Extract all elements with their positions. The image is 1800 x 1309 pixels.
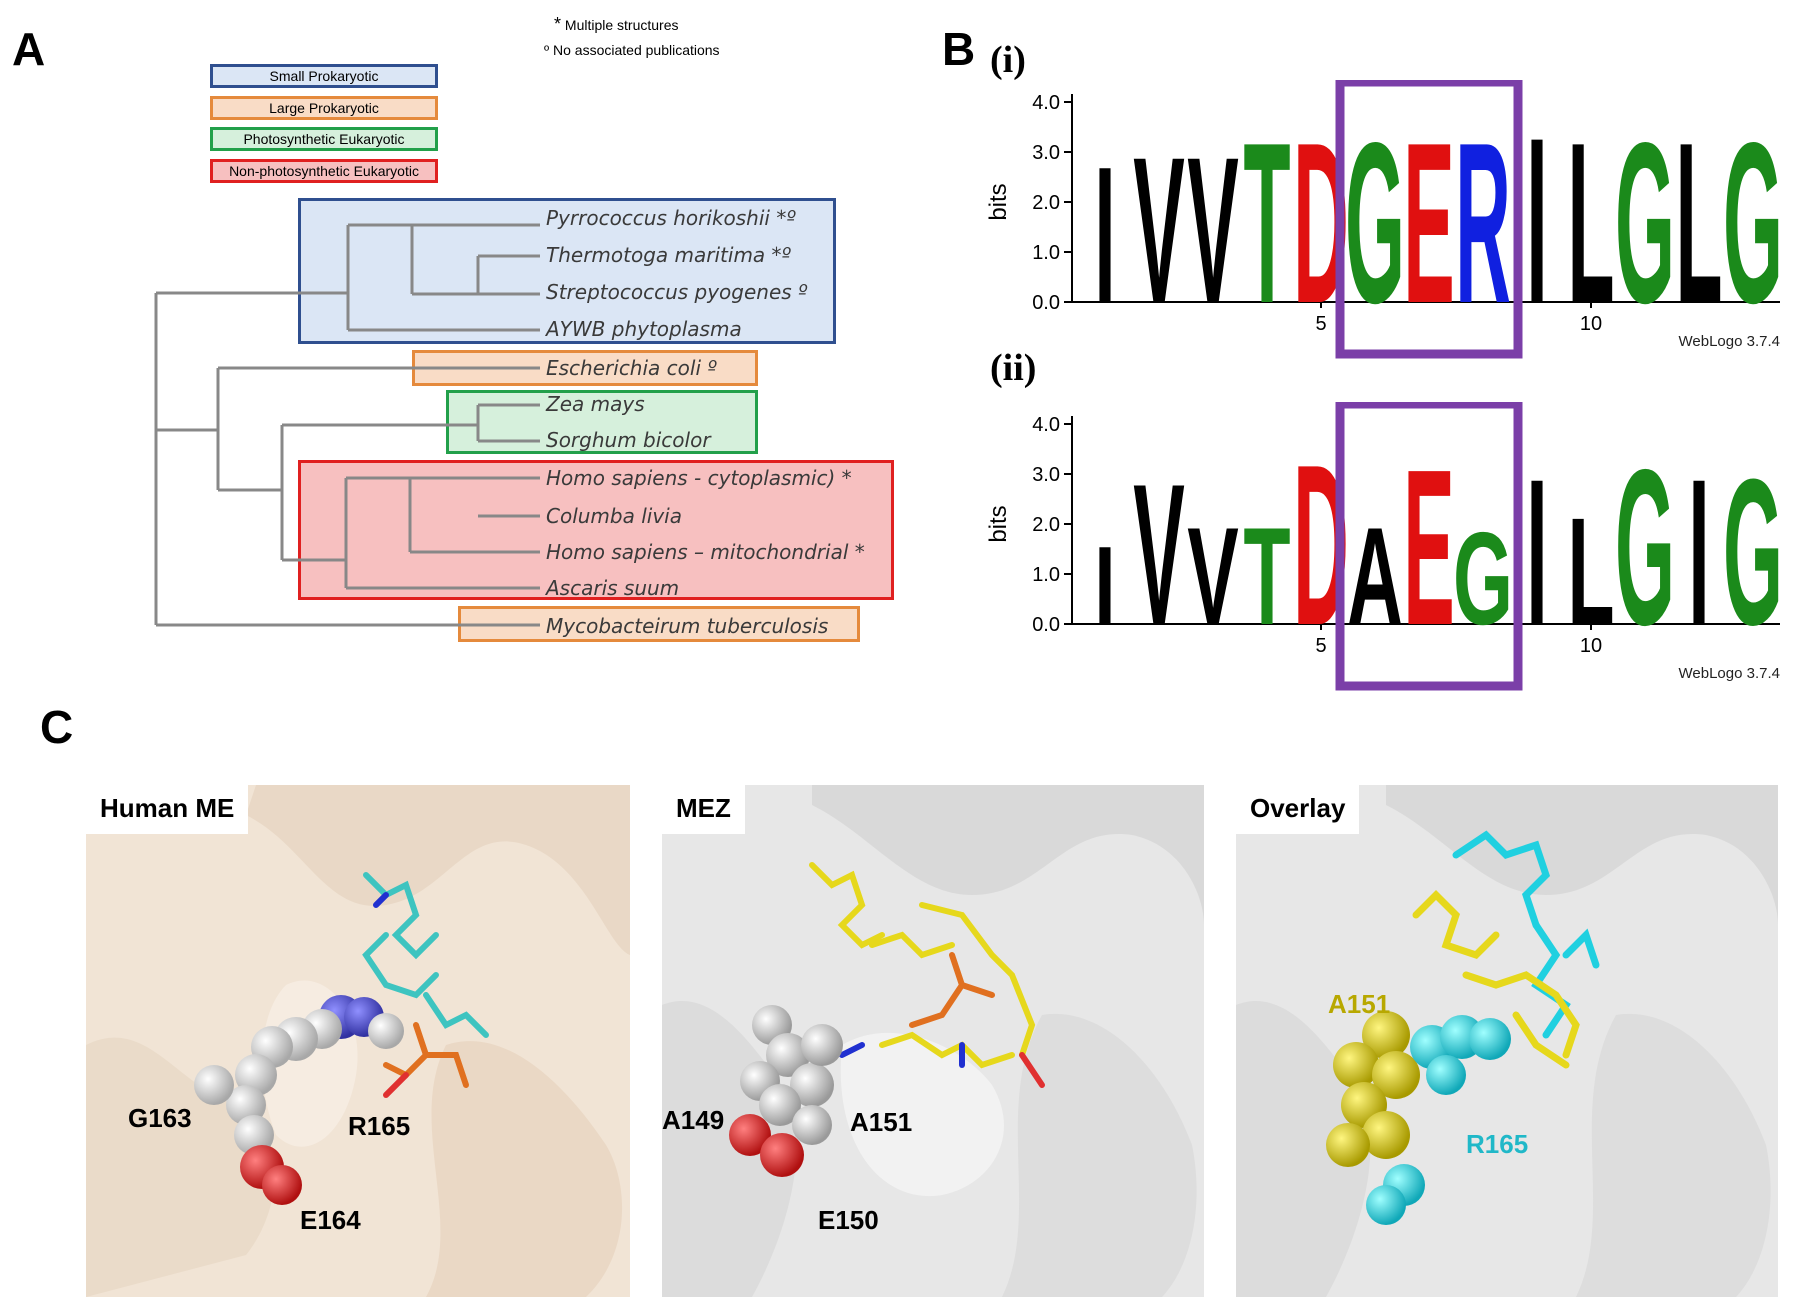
highlight-box (1335, 80, 1523, 359)
legend-photosynthetic-eukaryotic: Photosynthetic Eukaryotic (210, 127, 438, 151)
species-label: Zea mays (546, 392, 645, 416)
y-tick-label: 2.0 (1032, 514, 1060, 536)
structure-panel-overlay: Overlay A151 R165 (1236, 785, 1778, 1297)
logo-letter: E (1403, 424, 1454, 673)
residue-label: G163 (128, 1103, 192, 1133)
residue-label: A151 (1328, 989, 1391, 1019)
logo-letter: L (1567, 485, 1614, 657)
panel-c-letter: C (40, 701, 74, 753)
logo-letter: L (1675, 96, 1722, 352)
panel-a-letter: A (12, 23, 46, 75)
structure-title: Human ME (86, 785, 249, 834)
logo-letter: I (1688, 437, 1709, 669)
logo-letter: G (1345, 96, 1405, 352)
species-label: Streptococcus pyogenes º (546, 280, 808, 304)
residue-label: A151 (850, 1107, 913, 1137)
group-box-ecoli (412, 350, 758, 386)
weblogo-credit: WebLogo 3.7.4 (1679, 665, 1780, 682)
y-tick-label: 4.0 (1032, 92, 1060, 114)
molecular-surface-image (1236, 785, 1778, 1297)
structure-panel-human-me: Human ME G163 R165 E164 (86, 785, 630, 1297)
logo-letter: I (1526, 437, 1547, 669)
x-tick-label: 10 (1580, 313, 1602, 335)
logo-letter: L (1567, 96, 1614, 352)
logo-letter: V (1133, 115, 1184, 347)
logo-letter: G (1615, 96, 1675, 352)
y-axis-label: bits (985, 183, 1012, 220)
species-label: Homo sapiens – mitochondrial * (546, 540, 865, 564)
residue-label: E150 (818, 1205, 879, 1235)
group-box-nonphotosynthetic (298, 460, 894, 600)
group-box-photosynthetic (446, 390, 758, 454)
species-label: Homo sapiens - cytoplasmic) * (546, 466, 852, 490)
y-tick-label: 1.0 (1032, 242, 1060, 264)
residue-label: A149 (662, 1105, 725, 1135)
legend-note-multiple: * Multiple structures (554, 14, 679, 34)
residue-label: E164 (300, 1205, 361, 1235)
y-tick-label: 4.0 (1032, 414, 1060, 436)
structure-title: Overlay (1236, 785, 1360, 834)
legend-small-prokaryotic: Small Prokaryotic (210, 64, 438, 88)
species-label: Mycobacteirum tuberculosis (546, 614, 829, 638)
legend-nonphotosynthetic-eukaryotic: Non-photosynthetic Eukaryotic (210, 159, 438, 183)
y-axis-label: bits (985, 505, 1012, 542)
legend-note-nopub: º No associated publications (544, 42, 720, 58)
species-label: AYWB phytoplasma (546, 317, 742, 341)
species-label: Pyrrococcus horikoshii *º (546, 206, 796, 230)
species-label: Sorghum bicolor (546, 428, 711, 452)
x-tick-label: 5 (1315, 635, 1326, 657)
y-tick-label: 0.0 (1032, 614, 1060, 636)
molecular-surface-image (86, 785, 630, 1297)
panel-b-letter: B (942, 23, 976, 75)
logo-letter: G (1723, 96, 1783, 352)
group-box-small-prokaryotic (298, 198, 836, 344)
logo-letter: T (1243, 498, 1290, 654)
species-label: Ascaris suum (546, 576, 680, 600)
logo-letter: R (1455, 96, 1511, 352)
logo-letter: G (1615, 424, 1675, 673)
species-label: Thermotoga maritima *º (546, 243, 791, 267)
residue-label: R165 (348, 1111, 411, 1141)
y-tick-label: 3.0 (1032, 464, 1060, 486)
logo-letter: V (1133, 443, 1184, 668)
logo-letter: E (1403, 96, 1454, 352)
species-label: Escherichia coli º (546, 356, 717, 380)
x-tick-label: 5 (1315, 313, 1326, 335)
y-tick-label: 1.0 (1032, 564, 1060, 586)
y-tick-label: 0.0 (1032, 292, 1060, 314)
logo-letter: I (1094, 127, 1115, 344)
logo-letter: I (1526, 90, 1547, 353)
molecular-surface-image (662, 785, 1204, 1297)
logo-letter: V (1187, 115, 1238, 347)
structure-panel-mez: MEZ A149 A151 E150 (662, 785, 1204, 1297)
logo-letter: V (1187, 498, 1238, 654)
y-tick-label: 2.0 (1032, 192, 1060, 214)
group-box-mycobacterium (458, 606, 860, 642)
species-label: Columba livia (546, 504, 682, 528)
x-tick-label: 10 (1580, 635, 1602, 657)
logo-letter: I (1094, 524, 1115, 648)
logo-letter: G (1723, 437, 1783, 669)
logo-i-label: (i) (990, 39, 1026, 81)
logo-letter: G (1453, 504, 1513, 652)
weblogo-credit: WebLogo 3.7.4 (1679, 333, 1780, 350)
y-tick-label: 3.0 (1032, 142, 1060, 164)
legend-large-prokaryotic: Large Prokaryotic (210, 96, 438, 120)
logo-letter: A (1347, 498, 1403, 654)
structure-title: MEZ (662, 785, 745, 834)
phylogenetic-tree (154, 223, 540, 627)
residue-label: R165 (1466, 1129, 1529, 1159)
logo-ii-label: (ii) (990, 347, 1037, 389)
logo-letter: T (1243, 96, 1290, 352)
highlight-box (1335, 402, 1523, 691)
